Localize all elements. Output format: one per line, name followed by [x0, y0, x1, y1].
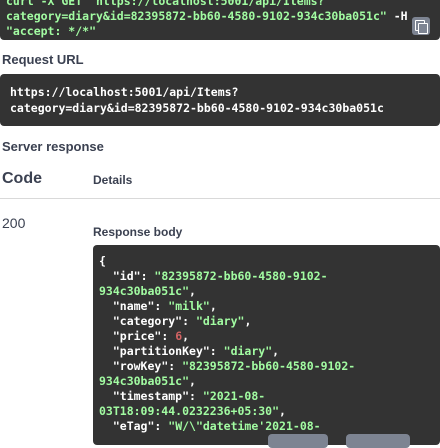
json-line: 934c30ba051c",: [99, 374, 196, 388]
copy-icon-front: [418, 23, 428, 34]
json-line: "eTag": "W/\"datetime'2021-08-: [112, 419, 321, 433]
table-divider: [0, 198, 440, 199]
copy-to-clipboard-button[interactable]: [412, 17, 430, 35]
json-line: "partitionKey": "diary",: [112, 344, 280, 358]
curl-command-box: curl -X GET "https://localhost:5001/api/…: [0, 0, 440, 40]
json-line: "name": "milk",: [112, 299, 217, 313]
status-code: 200: [2, 215, 26, 231]
json-line: "category": "diary",: [112, 314, 252, 328]
code-column-header: Code: [2, 170, 42, 187]
curl-header-flag: -H: [386, 9, 408, 23]
curl-line-2: category=diary&id=82395872-bb60-4580-910…: [6, 9, 408, 23]
download-response-button[interactable]: [346, 434, 410, 448]
json-line: 03T18:09:44.0232236+05:30",: [99, 404, 286, 418]
json-line: "timestamp": "2021-08-: [112, 389, 266, 403]
curl-line-3: "accept: */*": [6, 24, 97, 38]
json-line: "rowKey": "82395872-bb60-4580-9102-: [112, 359, 356, 373]
response-body-label: Response body: [93, 225, 183, 239]
response-body-box: { "id": "82395872-bb60-4580-9102- 934c30…: [93, 245, 440, 445]
request-url-box: https://localhost:5001/api/Items? catego…: [0, 74, 440, 126]
request-url-line-1: https://localhost:5001/api/Items?: [10, 85, 239, 99]
server-response-label: Server response: [2, 139, 104, 154]
curl-line-1: curl -X GET "https://localhost:5001/api/…: [6, 0, 325, 8]
json-line: {: [99, 254, 106, 268]
copy-response-button[interactable]: [268, 434, 328, 448]
json-line: "id": "82395872-bb60-4580-9102-: [112, 269, 328, 283]
details-column-header: Details: [93, 173, 133, 187]
json-line: 934c30ba051c",: [99, 284, 196, 298]
request-url-label: Request URL: [2, 52, 84, 67]
json-line: "price": 6,: [112, 329, 190, 343]
request-url-line-2: category=diary&id=82395872-bb60-4580-910…: [10, 101, 384, 115]
curl-url-part: category=diary&id=82395872-bb60-4580-910…: [6, 9, 387, 23]
